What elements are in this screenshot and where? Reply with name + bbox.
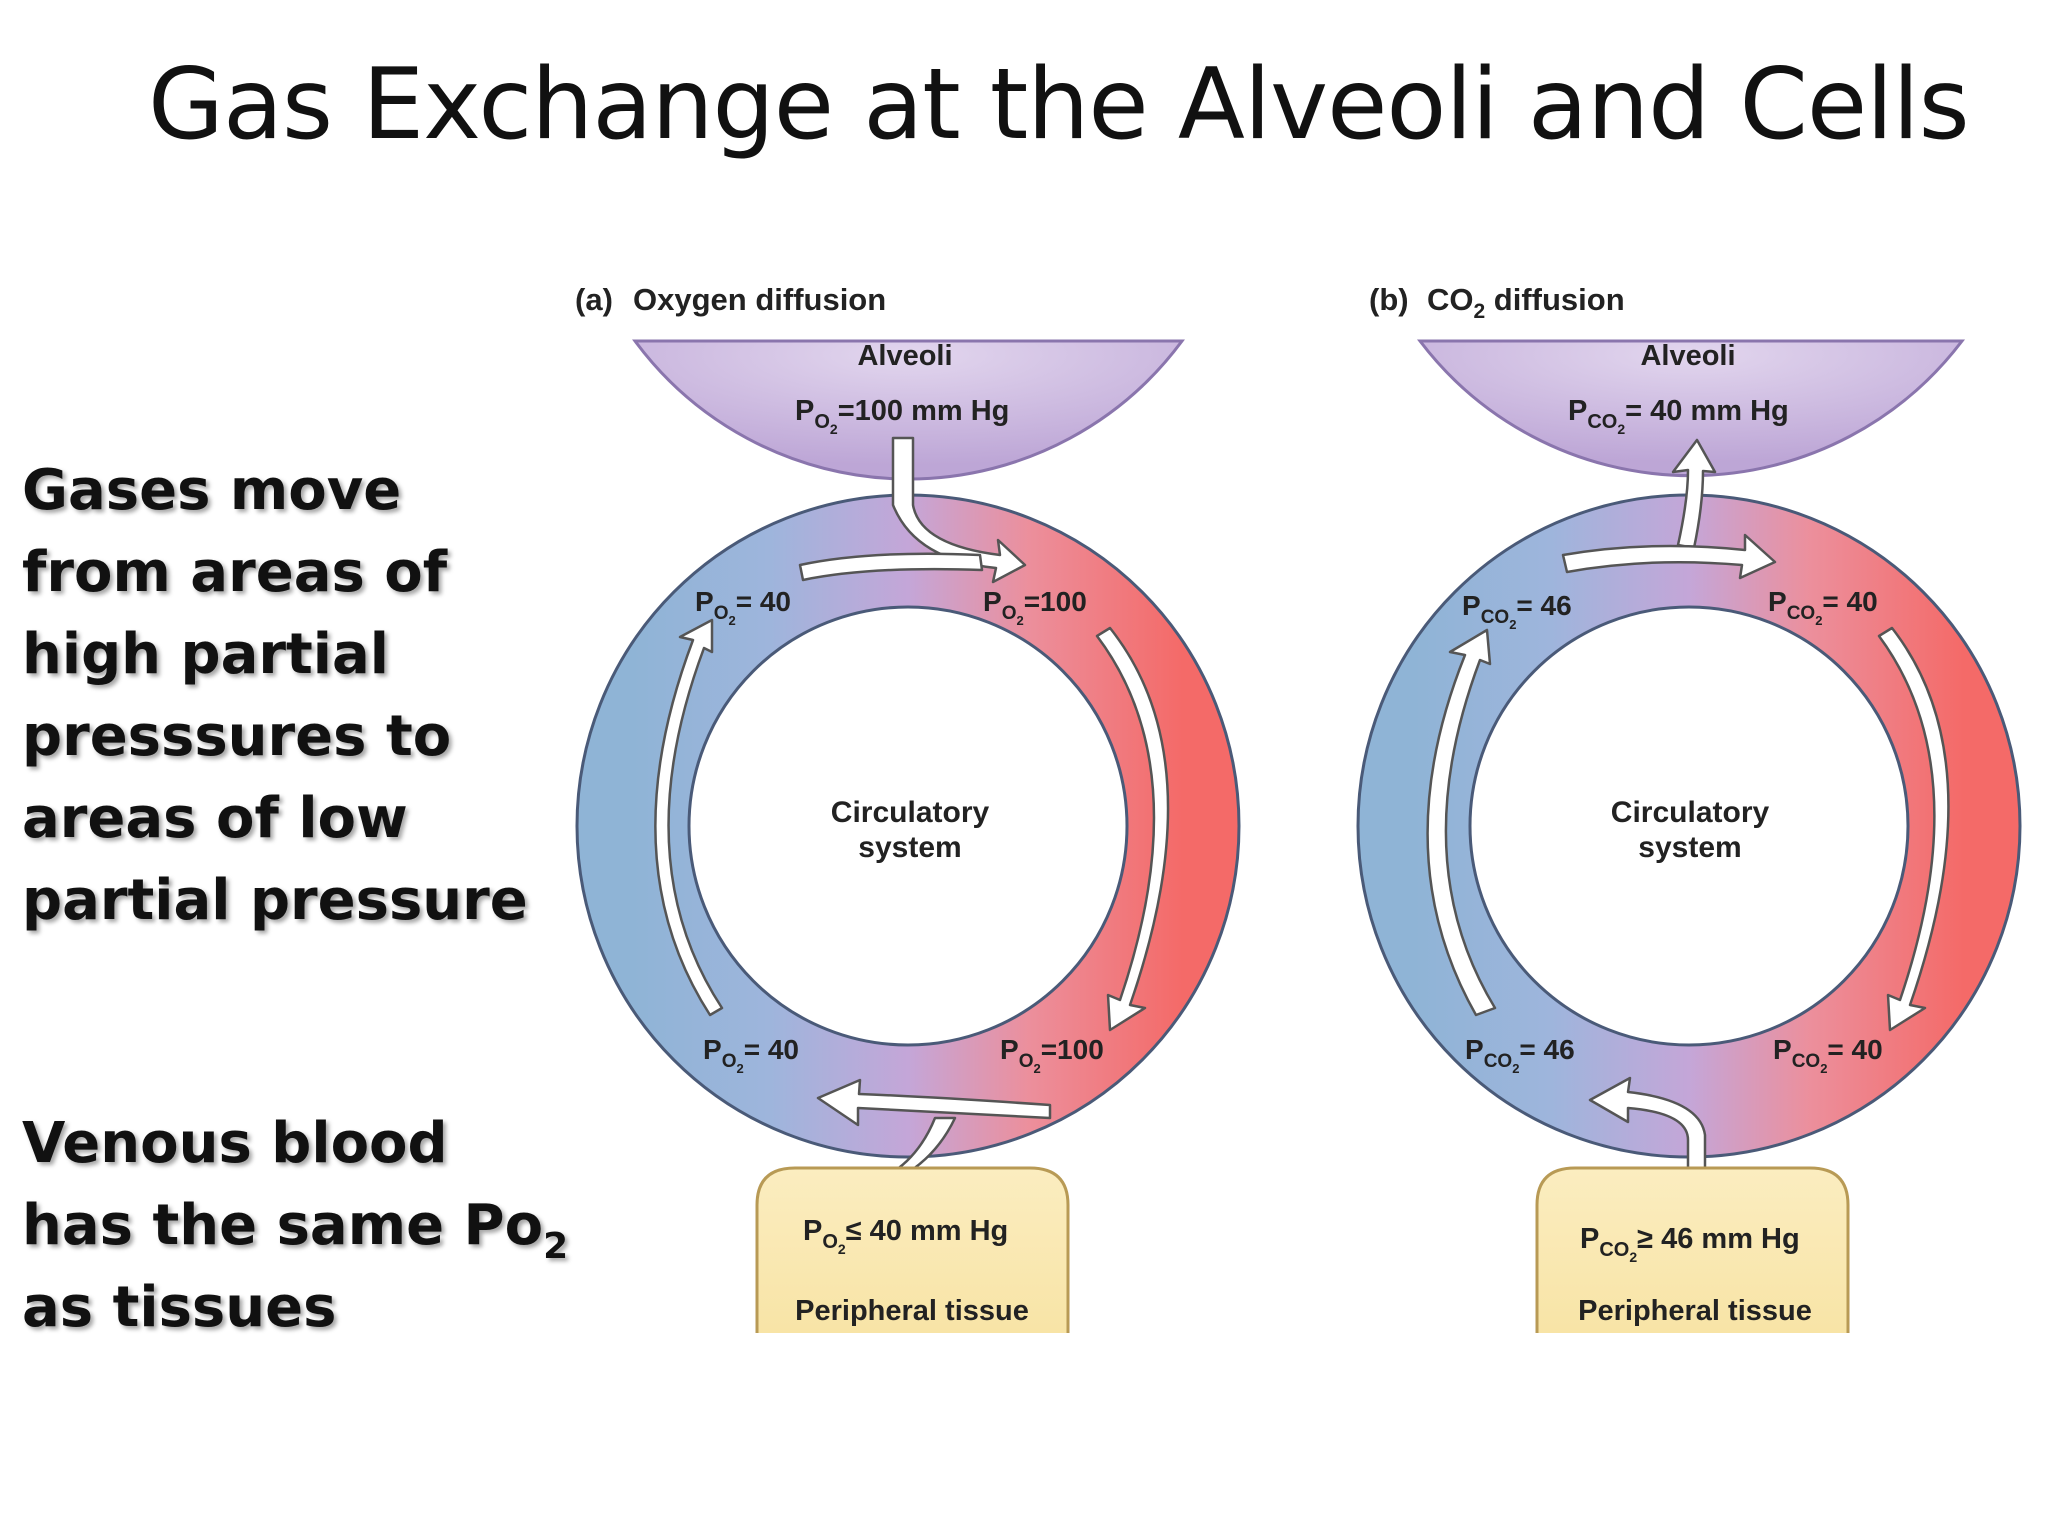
alveoli-shape-a (632, 339, 1185, 481)
arrow-right-flow-icon (1877, 626, 1950, 1032)
bullet-line: high partial (22, 622, 389, 687)
center-label-b: Circulatory (1611, 796, 1770, 829)
peripheral-tissue-b (1535, 1166, 1850, 1333)
arrow-top-flow-icon (1561, 533, 1777, 580)
center-label-a: Circulatory (831, 796, 990, 829)
panel-b-title: CO2 diffusion (1427, 282, 1625, 323)
arrow-blood-to-alveoli-icon (1671, 438, 1717, 550)
center-label-a: system (858, 831, 961, 864)
bullet-line: has the same Po2 (22, 1185, 568, 1267)
bullet-line-main: has the same Po (22, 1193, 544, 1258)
arrow-top-flow-icon (798, 552, 984, 582)
bullet-line: Gases move (22, 458, 402, 523)
bullet-line: Venous blood (22, 1111, 448, 1176)
arrow-bottom-flow-icon (816, 1078, 1052, 1127)
ring-inner-edge (687, 605, 1129, 1047)
diagram-a-oxygen: (a) Oxygen diffusion Alveoli PO2=100 mm … (575, 282, 1241, 1333)
gas-sub2: 2 (830, 421, 838, 437)
ring-inner-edge (1468, 605, 1910, 1047)
bullet-line: from areas of (22, 540, 448, 605)
bullet-line: areas of low (22, 786, 408, 851)
peripheral-tissue-a (755, 1166, 1070, 1333)
bullet-venous-blood: Venous blood has the same Po2 as tissues (22, 1103, 568, 1349)
center-label-b: system (1638, 831, 1741, 864)
arrow-right-flow-icon (1095, 626, 1170, 1032)
panel-b-letter: (b) (1369, 282, 1409, 317)
bullet-line: presssures to (22, 704, 452, 769)
diagram-b-co2: (b) CO2 diffusion Alveoli PCO2= 40 mm Hg… (1356, 282, 2022, 1333)
panel-a-title: Oxygen diffusion (633, 282, 886, 317)
bullet-gas-movement: Gases move from areas of high partial pr… (22, 450, 528, 942)
arrow-tissue-to-blood-icon (1588, 1076, 1707, 1209)
arrow-left-flow-icon (1426, 628, 1497, 1017)
gas-sub: O (814, 411, 830, 433)
bullet-line: as tissues (22, 1275, 337, 1340)
slide-title: Gas Exchange at the Alveoli and Cells (148, 48, 1970, 162)
panel-a-letter: (a) (575, 282, 613, 317)
tissue-label-a: Peripheral tissue (795, 1295, 1029, 1327)
tissue-label-b: Peripheral tissue (1578, 1295, 1812, 1327)
alveoli-label-a: Alveoli (857, 340, 952, 372)
arrow-left-flow-icon (654, 618, 724, 1017)
bullet-subscript: 2 (543, 1226, 569, 1267)
bullet-line: partial pressure (22, 868, 528, 933)
alveoli-label-b: Alveoli (1640, 340, 1735, 372)
flow-arrows-b (1426, 438, 1950, 1209)
po2-bottom-right: PO2=100 (1000, 1034, 1104, 1076)
